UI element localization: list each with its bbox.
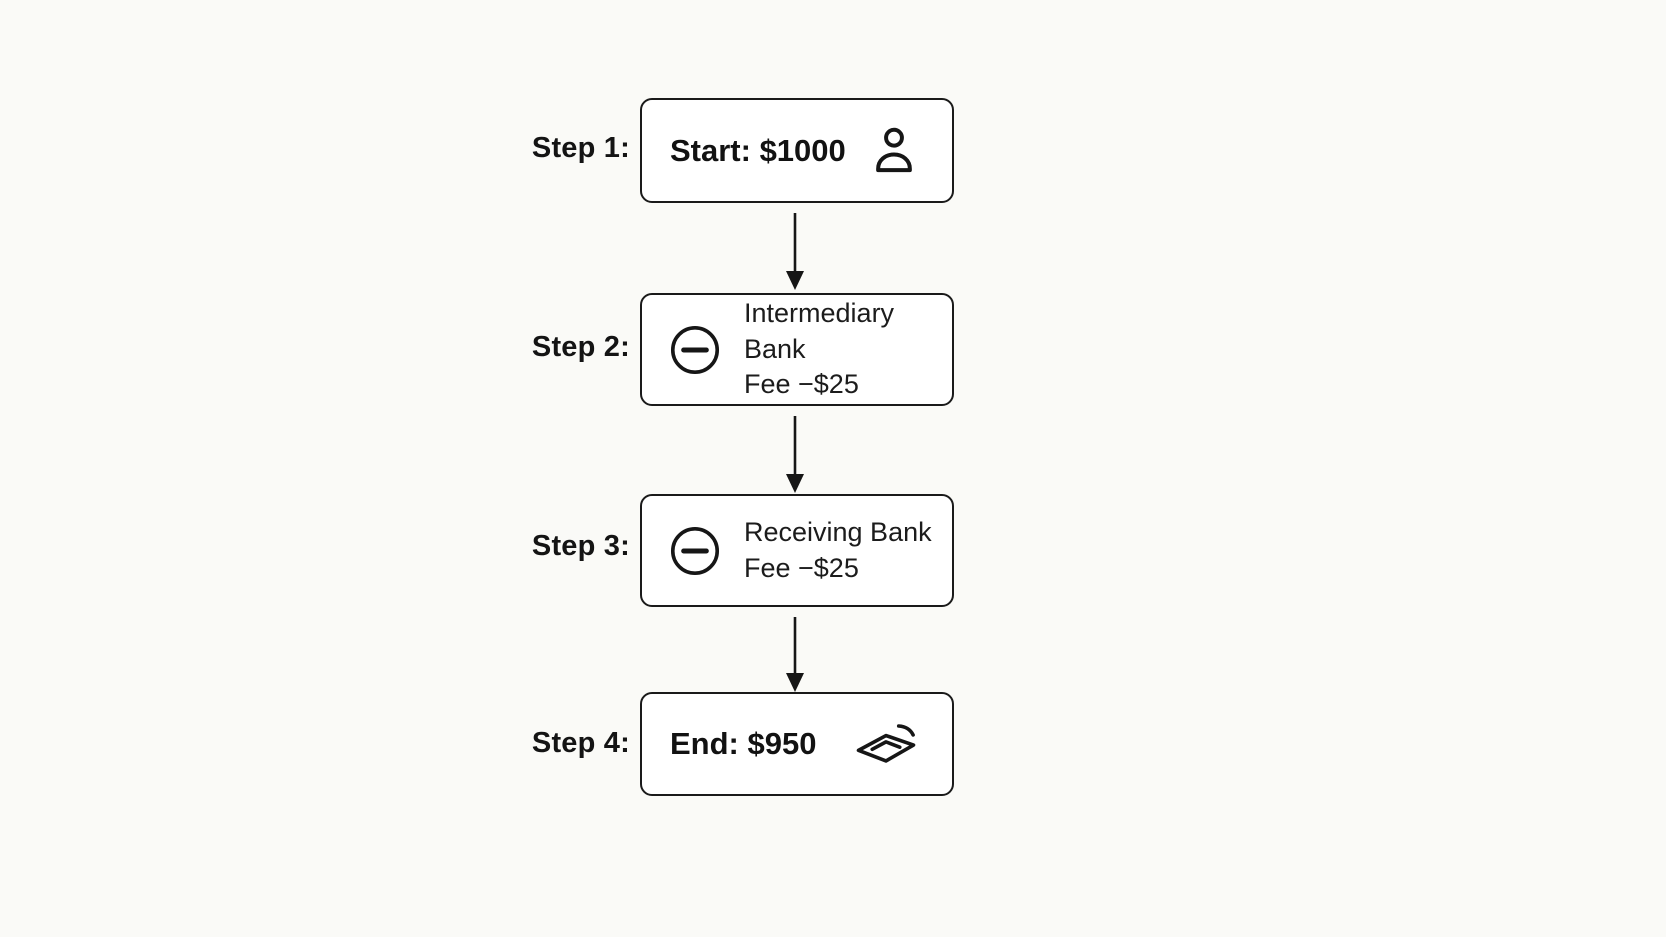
flow-node-end: End: $950 [640, 692, 954, 796]
end-amount-text: End: $950 [670, 726, 817, 761]
minus-circle-icon [670, 526, 720, 575]
intermediary-fee-line1: Intermediary Bank [744, 298, 895, 364]
step-1-label: Step 1: [531, 132, 630, 164]
minus-circle-icon [670, 325, 720, 374]
intermediary-fee-line2: Fee −$25 [744, 369, 859, 400]
step-4-label: Step 4: [531, 727, 630, 759]
intermediary-fee-text: Intermediary Bank Fee −$25 [744, 296, 936, 403]
arrow-down-1 [786, 213, 804, 290]
flow-node-receiving-fee: Receiving Bank Fee −$25 [640, 494, 954, 607]
arrow-down-3 [786, 617, 804, 692]
person-icon [876, 127, 912, 172]
start-amount-text: Start: $1000 [670, 132, 846, 168]
flow-node-intermediary-fee: Intermediary Bank Fee −$25 [640, 293, 954, 406]
flow-node-start: Start: $1000 [640, 98, 954, 203]
receiving-fee-text: Receiving Bank Fee −$25 [744, 515, 932, 586]
cash-in-hand-icon [856, 724, 916, 763]
receiving-fee-line1: Receiving Bank [744, 516, 932, 547]
arrow-down-2 [786, 416, 804, 493]
step-3-label: Step 3: [531, 530, 630, 562]
receiving-fee-line2: Fee −$25 [744, 552, 859, 583]
step-2-label: Step 2: [531, 331, 630, 363]
